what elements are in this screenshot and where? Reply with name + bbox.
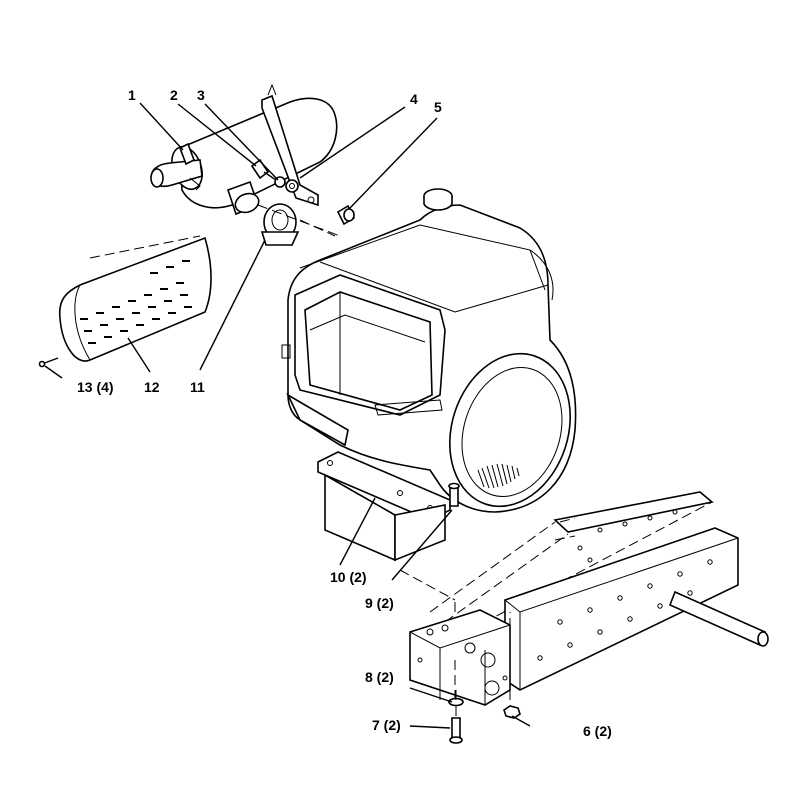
leader-2 <box>177 103 257 167</box>
callout-4: 4 <box>410 91 418 107</box>
mount-bracket <box>409 598 511 706</box>
leader-4 <box>299 106 406 179</box>
callout-13: 13 (4) <box>77 379 114 395</box>
callout-9: 9 (2) <box>365 595 394 611</box>
leader-6 <box>511 715 531 727</box>
leader-11 <box>199 239 266 371</box>
callout-labels: 1 2 3 4 5 6 (2) 7 (2) 8 (2) 9 (2) 10 (2)… <box>77 87 612 739</box>
muffler-assembly <box>150 83 356 246</box>
callout-8: 8 (2) <box>365 669 394 685</box>
engine-block-right <box>394 504 446 562</box>
callout-6: 6 (2) <box>583 723 612 739</box>
heat-shield-body <box>58 236 212 362</box>
leader-9 <box>391 509 453 581</box>
axle-rod <box>668 590 767 647</box>
leader-1 <box>139 102 184 151</box>
upper-rail-hidden-edge-2 <box>444 533 569 623</box>
frame-rails <box>429 491 769 691</box>
axle-end <box>757 631 769 647</box>
callout-10: 10 (2) <box>330 569 367 585</box>
nut-6 <box>503 705 521 719</box>
leader-8 <box>409 687 453 703</box>
muffler-body <box>179 97 338 209</box>
leader-12 <box>127 337 151 373</box>
callout-7: 7 (2) <box>372 717 401 733</box>
exhaust-bracket <box>261 94 319 207</box>
bolt-2 <box>250 158 270 180</box>
leader-13 <box>44 365 63 379</box>
mount-hardware <box>399 482 521 744</box>
leader-lines <box>44 102 531 729</box>
leader-5 <box>349 117 438 209</box>
heat-shield-slots <box>80 260 192 344</box>
callout-3: 3 <box>197 87 205 103</box>
leader-7 <box>409 725 451 729</box>
air-cleaner-strap <box>374 399 443 416</box>
callout-2: 2 <box>170 87 178 103</box>
callout-12: 12 <box>144 379 160 395</box>
engine <box>281 188 577 562</box>
flywheel-housing <box>449 352 571 508</box>
upper-rail-top <box>553 491 714 533</box>
heat-shield <box>38 235 212 368</box>
leader-3 <box>204 103 279 181</box>
upper-rail-hidden-edge <box>429 521 556 613</box>
nut-3 <box>285 179 299 193</box>
callout-5: 5 <box>434 99 442 115</box>
cooling-fins <box>477 463 520 489</box>
rail-holes <box>537 509 713 661</box>
callout-1: 1 <box>128 87 136 103</box>
leader-10 <box>339 497 376 566</box>
callout-11: 11 <box>190 379 205 395</box>
